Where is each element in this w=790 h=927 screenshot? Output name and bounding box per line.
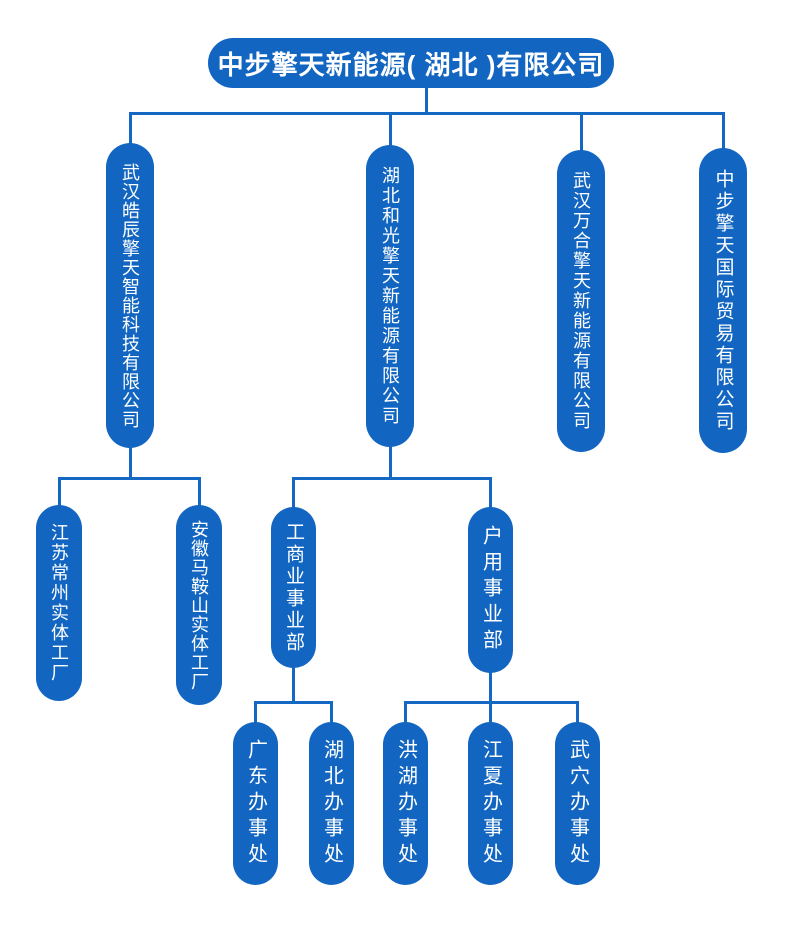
org-node-label: 江苏常州实体工厂 (49, 523, 69, 683)
connector-division-2-drop (489, 477, 492, 509)
org-node-label: 江夏办事处 (479, 738, 502, 869)
org-node-label: 洪湖办事处 (394, 738, 417, 869)
org-node-label: 武汉万合擎天新能源有限公司 (571, 171, 591, 431)
org-node-label: 武穴办事处 (566, 738, 589, 869)
org-node-subsidiary-wanhe: 武汉万合擎天新能源有限公司 (557, 150, 605, 452)
org-node-label: 工商业事业部 (283, 521, 304, 654)
connector-factory-2-drop (198, 477, 201, 507)
connector-divisions-stem (389, 445, 392, 479)
connector-root-drop (425, 87, 428, 113)
connector-divisions-bar (292, 477, 492, 480)
connector-subsidiary-3-drop (580, 112, 583, 152)
org-node-division-commercial: 工商业事业部 (271, 507, 316, 668)
connector-factories-stem (129, 446, 132, 479)
connector-commercial-offices-stem (292, 666, 295, 703)
connector-factory-1-drop (58, 477, 61, 507)
connector-office-hubei-drop (330, 701, 333, 724)
connector-office-jiangxia-drop (489, 701, 492, 724)
org-node-label: 中步擎天国际贸易有限公司 (712, 168, 734, 433)
org-node-office-wuxue: 武穴办事处 (555, 722, 600, 885)
connector-office-honghu-drop (404, 701, 407, 724)
org-node-division-residential: 户用事业部 (468, 507, 513, 673)
connector-factories-bar (58, 477, 201, 480)
org-node-office-honghu: 洪湖办事处 (383, 722, 428, 885)
connector-commercial-offices-bar (254, 701, 333, 704)
org-node-label: 湖北和光擎天新能源有限公司 (380, 166, 400, 426)
org-node-root-label: 中步擎天新能源( 湖北 )有限公司 (217, 49, 605, 80)
org-node-label: 广东办事处 (244, 738, 267, 869)
org-node-label: 安徽马鞍山实体工厂 (189, 519, 209, 691)
connector-office-wuxue-drop (576, 701, 579, 724)
org-node-factory-maanshan: 安徽马鞍山实体工厂 (176, 505, 222, 705)
connector-subsidiary-4-drop (722, 112, 725, 150)
connector-residential-offices-stem (489, 671, 492, 703)
connector-office-guangdong-drop (254, 701, 257, 724)
org-node-subsidiary-heguang: 湖北和光擎天新能源有限公司 (366, 145, 414, 447)
connector-division-1-drop (292, 477, 295, 509)
org-node-label: 湖北办事处 (320, 738, 343, 869)
org-node-root: 中步擎天新能源( 湖北 )有限公司 (208, 38, 614, 88)
org-node-office-hubei: 湖北办事处 (309, 722, 354, 885)
org-node-subsidiary-haochen: 武汉皓辰擎天智能科技有限公司 (106, 143, 154, 448)
connector-subsidiary-1-drop (129, 112, 132, 145)
org-node-factory-changzhou: 江苏常州实体工厂 (36, 505, 82, 701)
org-node-office-jiangxia: 江夏办事处 (468, 722, 513, 885)
org-node-label: 武汉皓辰擎天智能科技有限公司 (120, 162, 140, 429)
org-node-label: 户用事业部 (479, 525, 502, 655)
org-node-subsidiary-intl-trade: 中步擎天国际贸易有限公司 (699, 148, 747, 453)
org-node-office-guangdong: 广东办事处 (233, 722, 278, 885)
connector-level2-bar (129, 112, 725, 115)
connector-subsidiary-2-drop (389, 112, 392, 147)
